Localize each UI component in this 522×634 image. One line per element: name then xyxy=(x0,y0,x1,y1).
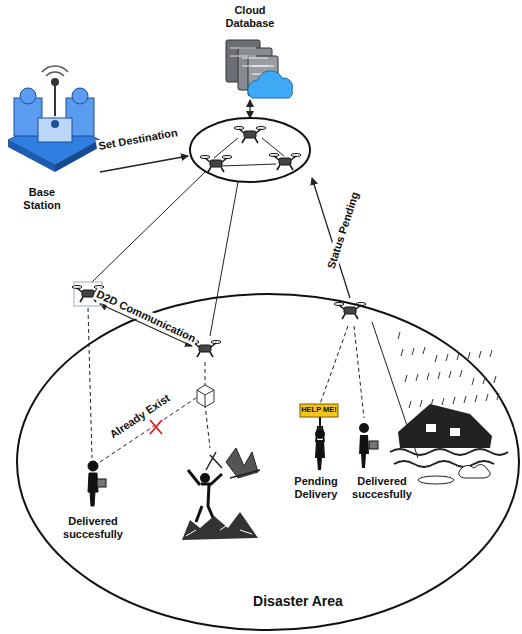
annotation-label: D2D Communication xyxy=(93,287,200,346)
annotation-label: Pending Delivery xyxy=(288,475,344,500)
cloud-database-icon xyxy=(226,40,293,98)
base-station-icon xyxy=(8,66,100,172)
annotation-label: Delivered succesfully xyxy=(58,515,128,540)
region-title: Disaster Area xyxy=(17,593,519,610)
icon-node: Base Station xyxy=(12,186,72,216)
rubble-scene xyxy=(180,448,260,542)
annotation-label: Already Exist xyxy=(106,390,174,442)
annotation-label: Delivered succesfully xyxy=(349,475,415,500)
annotation-label: Status Pending xyxy=(324,188,362,272)
flood-house xyxy=(390,332,508,484)
region-area: Disaster Area xyxy=(17,294,519,630)
sign-text: HELP ME! xyxy=(299,406,339,415)
icon-node: Cloud Database xyxy=(215,4,285,36)
annotation-label: Set Destination xyxy=(96,126,181,153)
node-title: Base Station xyxy=(12,186,72,212)
node-title: Cloud Database xyxy=(215,4,285,30)
